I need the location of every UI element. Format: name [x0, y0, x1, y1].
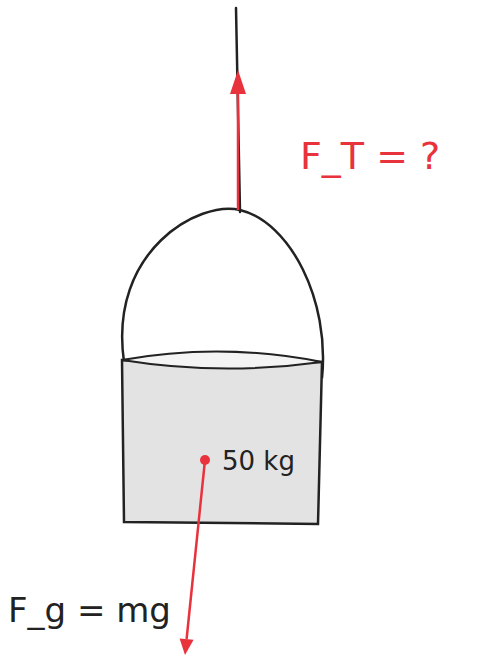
- bucket-handle: [122, 209, 323, 378]
- bucket-rim: [122, 351, 322, 368]
- bucket-body: [122, 360, 322, 524]
- rope: [236, 8, 240, 212]
- gravity-label: F_g = mg: [8, 590, 171, 630]
- gravity-arrow: [187, 460, 205, 639]
- tension-label: F_T = ?: [300, 134, 440, 178]
- gravity-arrowhead: [180, 638, 194, 655]
- tension-arrow: [237, 92, 240, 210]
- mass-label: 50 kg: [222, 446, 295, 476]
- tension-arrowhead: [230, 70, 246, 94]
- bucket: 50 kg: [118, 350, 324, 530]
- bucket-outline: [118, 350, 324, 530]
